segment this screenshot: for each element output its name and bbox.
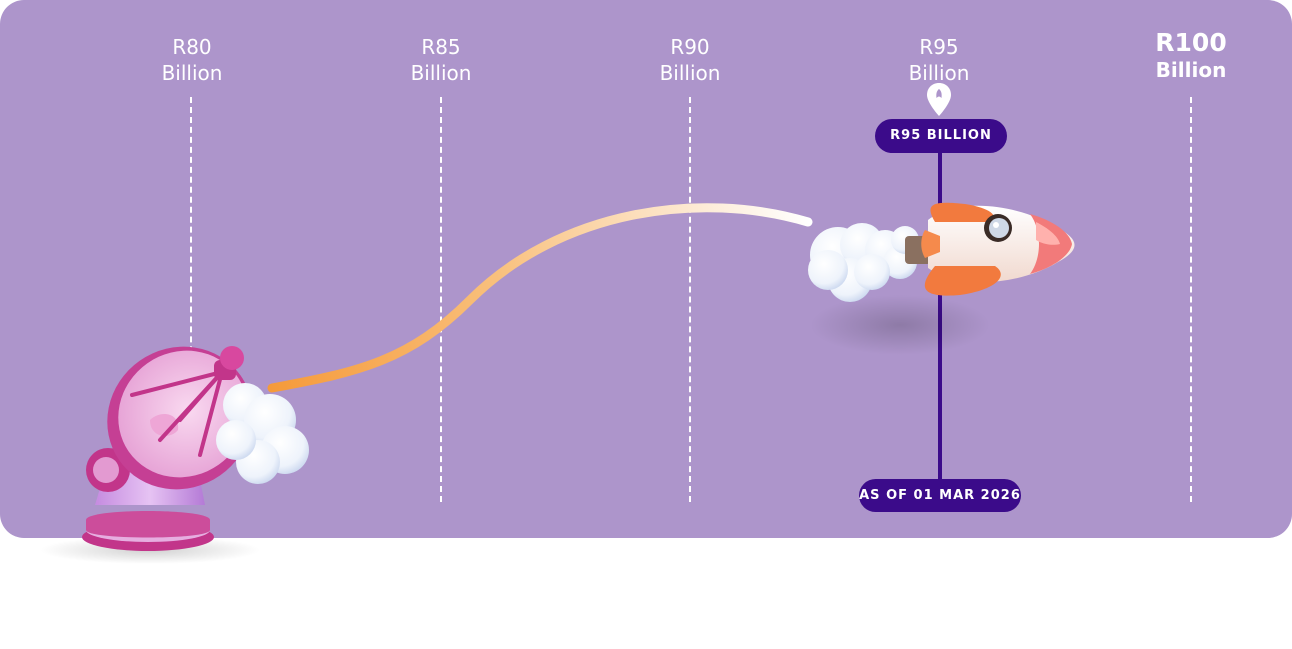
milestone-guide-r100 — [1190, 97, 1192, 502]
milestone-unit: Billion — [908, 61, 970, 85]
milestone-amount: R100 — [1155, 28, 1227, 57]
milestone-amount: R80 — [172, 35, 212, 59]
milestone-unit: Billion — [410, 61, 472, 85]
as-of-date-badge: AS OF 01 MAR 2026 — [859, 479, 1021, 512]
milestone-amount: R95 — [919, 35, 959, 59]
milestone-amount: R85 — [421, 35, 461, 59]
milestone-label-r90: R90 Billion — [620, 34, 760, 86]
milestone-unit: Billion — [161, 61, 223, 85]
milestone-guide-r90 — [689, 97, 691, 502]
dish-shadow — [40, 536, 260, 564]
milestone-label-r95: R95 Billion — [869, 34, 1009, 86]
current-value-badge: R95 BILLION — [875, 119, 1007, 153]
milestone-amount: R90 — [670, 35, 710, 59]
milestone-unit: Billion — [659, 61, 721, 85]
milestone-label-r85: R85 Billion — [371, 34, 511, 86]
milestone-label-r80: R80 Billion — [122, 34, 262, 86]
milestone-unit: Billion — [1155, 58, 1227, 82]
location-pin-icon — [927, 83, 951, 116]
milestone-guide-r80 — [190, 97, 192, 502]
progress-panel: R80 Billion R85 Billion R90 Billion R95 … — [0, 0, 1292, 538]
milestone-label-r100-target: R100 Billion — [1121, 29, 1261, 82]
current-progress-line — [938, 150, 942, 490]
milestone-guide-r85 — [440, 97, 442, 502]
